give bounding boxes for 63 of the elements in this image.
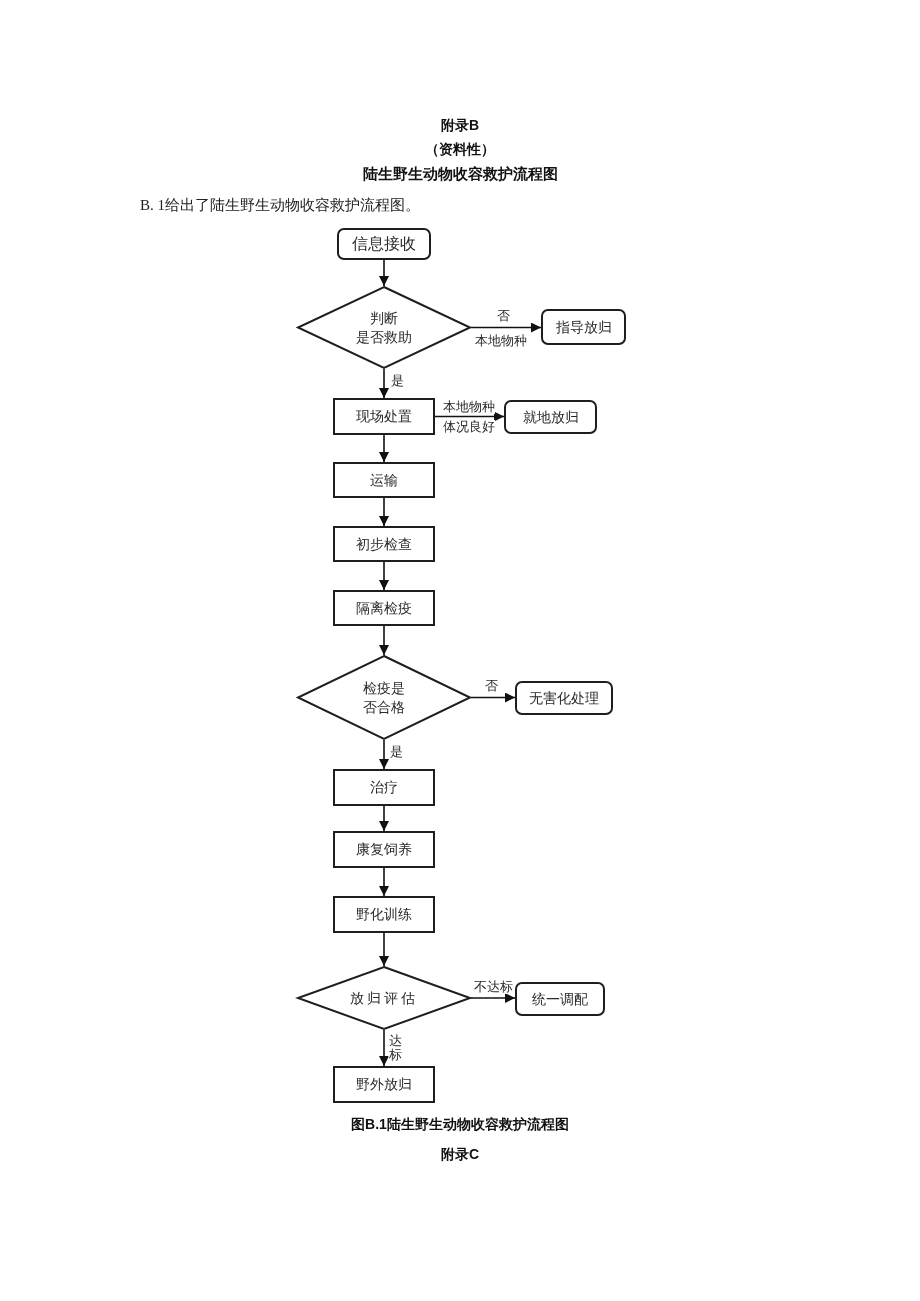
flow-arrow (379, 434, 389, 463)
node-label: 野化训练 (356, 905, 412, 924)
figure-caption: 图B.1陆生野生动物收容救护流程图 (351, 1116, 569, 1134)
node-label: 无害化处理 (529, 688, 599, 708)
node-label: 检疫是否合格 (363, 679, 405, 716)
process-box (333, 526, 435, 562)
edge-label: 否 (496, 308, 510, 324)
flow-arrow (470, 322, 542, 333)
node-label: 野外放归 (356, 1075, 412, 1094)
edge-label: 是 (389, 744, 403, 760)
node-label: 指导放归 (555, 317, 612, 337)
flow-arrow (379, 805, 389, 832)
node-label: 统一调配 (532, 989, 588, 1009)
appendix-heading: 附录C (440, 1146, 480, 1164)
rounded-step-box (515, 681, 613, 715)
flow-arrow (379, 259, 389, 287)
diagram-title: 陆生野生动物收容救护流程图 (362, 164, 558, 184)
edge-label: 是 (390, 373, 404, 389)
process-box (333, 462, 435, 498)
node-label: 运输 (370, 470, 398, 490)
node-label: 治疗 (370, 778, 398, 797)
flow-arrow (379, 561, 389, 591)
edge-label: 达标 (388, 1033, 402, 1063)
rounded-step-box (337, 228, 431, 260)
process-box (333, 831, 435, 868)
flow-arrow (434, 411, 505, 422)
edge-label: 不达标 (473, 979, 513, 995)
node-label: 隔离检疫 (356, 598, 412, 618)
flow-arrow (379, 1029, 389, 1067)
node-label: 初步检查 (356, 534, 412, 554)
process-box (333, 398, 435, 435)
appendix-subheading: （资料性） (425, 141, 495, 159)
rounded-step-box (504, 400, 597, 434)
appendix-heading: 附录B (440, 117, 480, 135)
process-box (333, 769, 435, 806)
flow-arrow (379, 497, 389, 527)
edge-label: 本地物种 (443, 399, 495, 415)
rounded-step-box (515, 982, 605, 1016)
node-label: 现场处置 (356, 407, 412, 426)
node-label: 信息接收 (352, 233, 416, 255)
flow-arrow (470, 692, 516, 703)
decision-diamond (297, 966, 471, 1030)
rounded-step-box (541, 309, 626, 345)
process-box (333, 896, 435, 933)
flow-arrow (379, 739, 389, 770)
node-label: 是否救助 (356, 327, 412, 346)
flow-arrow (379, 368, 389, 399)
process-box (333, 1066, 435, 1103)
decision-diamond (297, 655, 471, 740)
node-label: 就地放归 (522, 407, 579, 427)
condition-label: 本地物种 (475, 333, 527, 349)
flow-arrow (470, 993, 516, 1003)
flow-arrow (379, 625, 389, 656)
edge-label: 否 (484, 678, 498, 694)
process-box (333, 590, 435, 626)
node-label: 康复饲养 (356, 840, 412, 859)
node-label: 判断 (370, 309, 398, 328)
intro-text: B. 1给出了陆生野生动物收容救护流程图。 (140, 195, 420, 215)
flow-arrow (379, 932, 389, 967)
decision-diamond (297, 286, 471, 369)
flow-arrow (379, 867, 389, 897)
condition-label: 体况良好 (443, 419, 495, 435)
node-label: 放归评估 (350, 988, 418, 1008)
